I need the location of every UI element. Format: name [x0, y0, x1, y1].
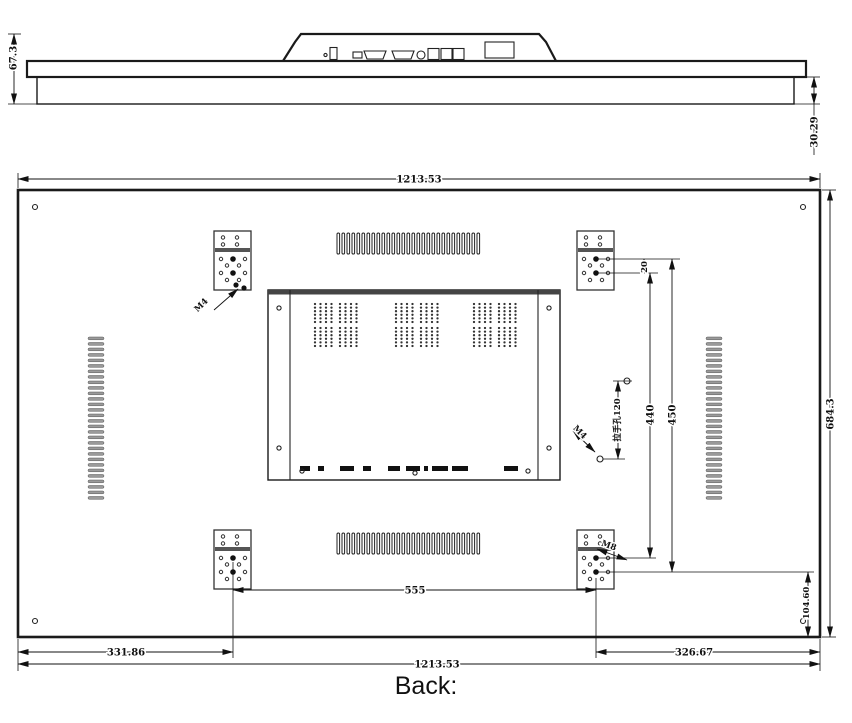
connector-bump: [282, 32, 557, 62]
dim-overall-width-bottom: 1213.53: [414, 660, 459, 671]
dim-hole-pitch: 20: [640, 261, 650, 273]
dim-panel-thickness: 30.29: [810, 116, 821, 147]
electronics-module: [267, 289, 561, 481]
module-screws: [276, 305, 552, 476]
side-top-bar: [25, 59, 808, 79]
mount-brackets: [213, 230, 615, 590]
dim-overall-height: 684.3: [826, 398, 837, 429]
dim-total-height: 67.3: [9, 46, 20, 70]
vent-strip-top: [336, 232, 481, 255]
side-bottom-bar: [36, 76, 795, 105]
back-panel-outline: [16, 188, 822, 639]
rear-connectors: [323, 41, 515, 61]
vent-strip-bottom: [336, 532, 481, 555]
dim-mount-vertical-inner: 440: [646, 405, 657, 426]
power-inlet-icon: [484, 41, 515, 59]
side-view: 67.3 30.29: [7, 32, 822, 155]
dim-overall-width-top: 1213.53: [396, 175, 441, 186]
note-handle-screw: M4: [570, 424, 588, 442]
module-vent-holes: [313, 302, 517, 348]
dim-mount-horizontal: 555: [405, 586, 426, 597]
dim-mount-vertical-outer: 450: [668, 405, 679, 426]
vga-connector-icon: [391, 50, 415, 60]
round-connector-icon: [416, 50, 426, 60]
dim-handle-hole: 拉手孔120: [612, 398, 623, 441]
vga-connector-icon: [363, 50, 387, 60]
dim-mount-offset-left: 331.86: [107, 648, 145, 659]
note-top-left-screw: M4: [193, 297, 211, 315]
dim-mount-offset-bottom: 104.60: [802, 587, 812, 620]
vent-strip-left: [87, 336, 105, 500]
vent-strip-right: [705, 336, 723, 500]
back-view: 1213.53 684.3 20 440 450 拉手孔120 M4 M4 M8: [16, 173, 838, 672]
dim-mount-offset-right: 326.67: [675, 648, 713, 659]
corner-screws: [31, 203, 807, 625]
caption: Back:: [394, 672, 458, 700]
module-connector-row: [300, 466, 518, 471]
